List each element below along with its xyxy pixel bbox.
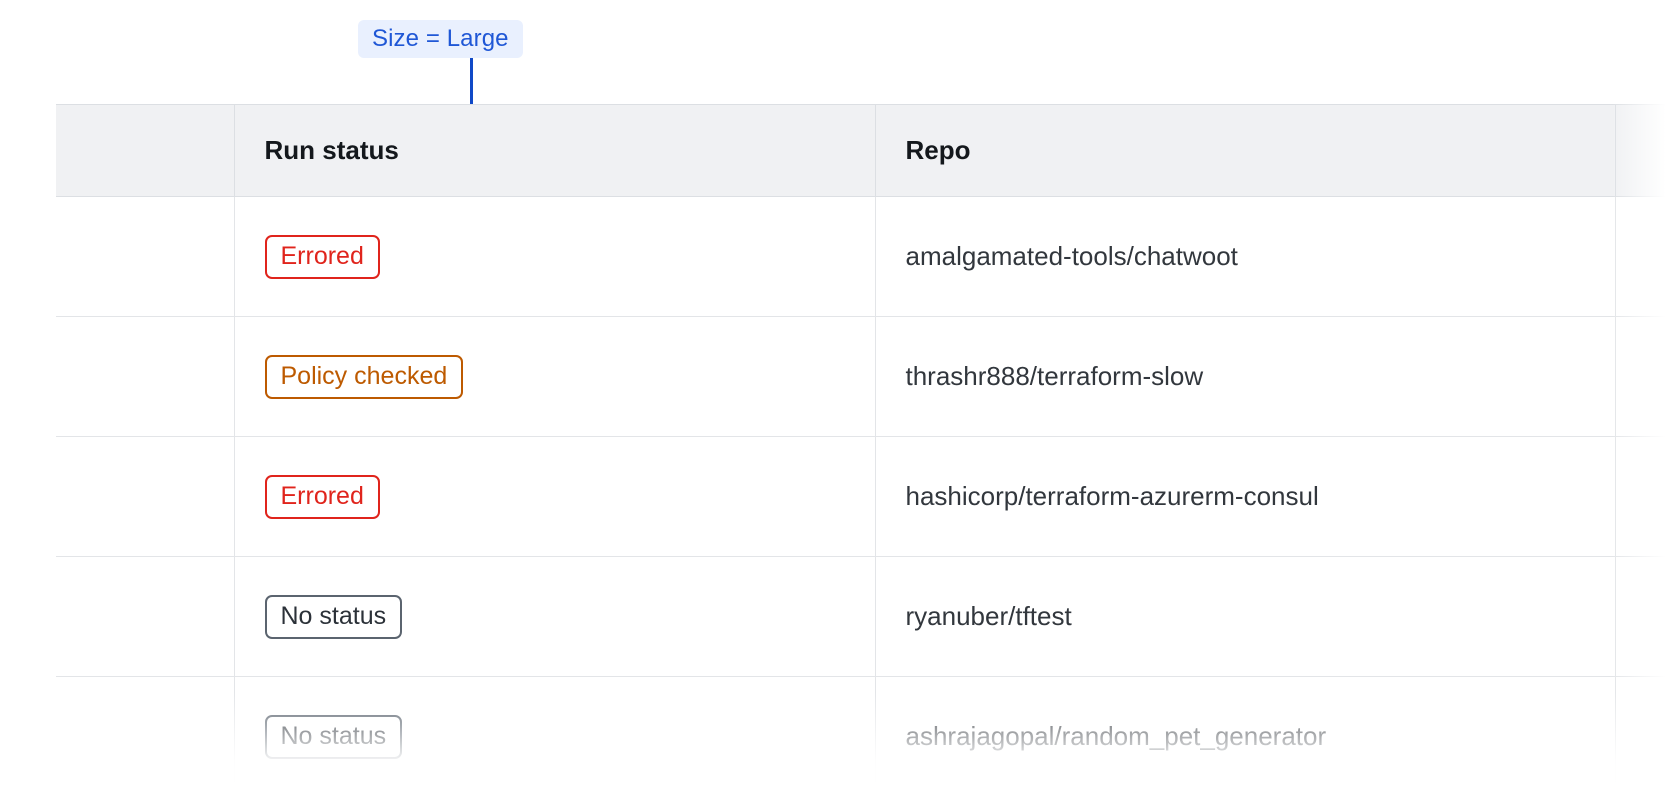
- status-badge: Errored: [264, 234, 380, 279]
- row-tail-cell: [1615, 556, 1672, 677]
- repo-cell[interactable]: ryanuber/tftest: [875, 556, 1616, 677]
- table-body: Errored amalgamated-tools/chatwoot Polic…: [56, 196, 1672, 788]
- left-edge-fade: [0, 104, 46, 788]
- run-status-cell: Policy checked: [234, 316, 876, 437]
- column-header-repo[interactable]: Repo: [875, 104, 1616, 197]
- status-badge: No status: [264, 594, 403, 639]
- table-header-row: Run status Repo: [56, 104, 1672, 197]
- runs-table: Run status Repo Errored amalgamated-tool…: [56, 104, 1672, 788]
- row-tail-cell: [1615, 316, 1672, 437]
- run-status-cell: No status: [234, 556, 876, 677]
- run-status-cell: Errored: [234, 196, 876, 317]
- table-row[interactable]: Policy checked thrashr888/terraform-slow: [56, 316, 1672, 437]
- row-select-cell[interactable]: [56, 196, 235, 317]
- column-header-select: [56, 104, 235, 197]
- table-row[interactable]: Errored hashicorp/terraform-azurerm-cons…: [56, 436, 1672, 557]
- repo-cell[interactable]: ashrajagopal/random_pet_generator: [875, 676, 1616, 788]
- table-row[interactable]: No status ashrajagopal/random_pet_genera…: [56, 676, 1672, 788]
- row-select-cell[interactable]: [56, 676, 235, 788]
- run-status-cell: Errored: [234, 436, 876, 557]
- repo-cell[interactable]: thrashr888/terraform-slow: [875, 316, 1616, 437]
- row-select-cell[interactable]: [56, 436, 235, 557]
- run-status-cell: No status: [234, 676, 876, 788]
- row-tail-cell: [1615, 436, 1672, 557]
- row-tail-cell: [1615, 196, 1672, 317]
- column-header-run-status[interactable]: Run status: [234, 104, 876, 197]
- size-annotation-badge: Size = Large: [358, 20, 523, 58]
- runs-table-container: Run status Repo Errored amalgamated-tool…: [0, 104, 1672, 788]
- row-select-cell[interactable]: [56, 316, 235, 437]
- repo-cell[interactable]: amalgamated-tools/chatwoot: [875, 196, 1616, 317]
- table-row[interactable]: Errored amalgamated-tools/chatwoot: [56, 196, 1672, 317]
- row-select-cell[interactable]: [56, 556, 235, 677]
- status-badge: No status: [264, 714, 403, 759]
- status-badge: Policy checked: [264, 354, 464, 399]
- status-badge: Errored: [264, 474, 380, 519]
- row-tail-cell: [1615, 676, 1672, 788]
- repo-cell[interactable]: hashicorp/terraform-azurerm-consul: [875, 436, 1616, 557]
- column-header-tail: [1615, 104, 1672, 197]
- table-row[interactable]: No status ryanuber/tftest: [56, 556, 1672, 677]
- table-header: Run status Repo: [56, 104, 1672, 197]
